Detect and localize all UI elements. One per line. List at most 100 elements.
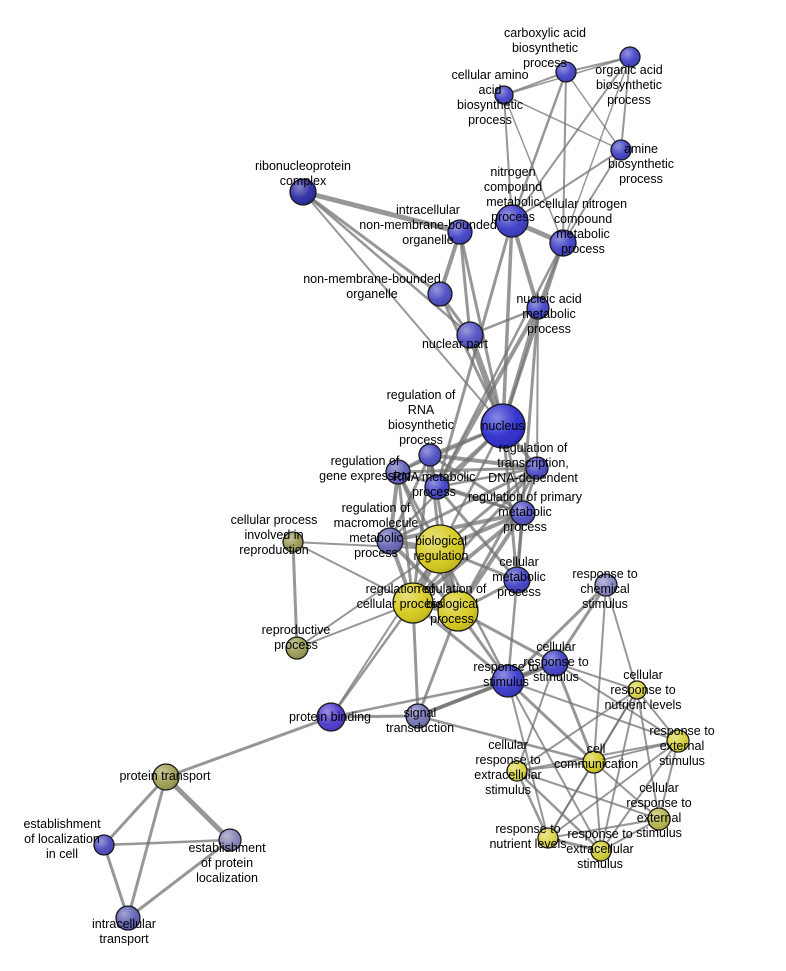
edge-cellular-response-to-stimulus--cell-communication xyxy=(553,661,596,764)
edge-biological-regulation--reproductive-process xyxy=(296,548,441,649)
edge-response-to-external-stimulus--cellular-response-to-external-stimulus xyxy=(658,740,679,820)
edge-cellular-response-to-stimulus--cellular-response-to-nutrient-levels xyxy=(554,662,638,691)
edge-carboxylic-acid-biosynthetic-process--nitrogen-compound-metabolic-process xyxy=(510,70,568,223)
edge-cellular-amino-acid-biosynthetic-process--cellular-nitrogen-compound-metabolic-process xyxy=(503,94,564,244)
edge-response-to-external-stimulus--response-to-extracellular-stimulus xyxy=(600,740,679,852)
node-shine-regulation-of-primary-metabolic-process xyxy=(511,501,535,525)
node-shine-protein-binding xyxy=(317,703,345,731)
node-shine-response-to-external-stimulus xyxy=(667,730,689,752)
node-shine-organic-acid-biosynthetic-process xyxy=(620,47,640,67)
edge-response-to-chemical-stimulus--cell-communication xyxy=(593,584,607,763)
node-shine-biological-regulation xyxy=(416,525,464,573)
edge-carboxylic-acid-biosynthetic-process--cellular-nitrogen-compound-metabolic-process xyxy=(562,71,567,244)
node-shine-regulation-of-rna-biosynthetic-process xyxy=(419,444,441,466)
node-shine-cellular-response-to-nutrient-levels xyxy=(628,681,646,699)
node-shine-protein-transport xyxy=(153,764,179,790)
edge-regulation-of-cellular-process--reproductive-process xyxy=(296,602,414,649)
edge-carboxylic-acid-biosynthetic-process--amine-biosynthetic-process xyxy=(565,71,622,151)
edge-rna-metabolic-process--regulation-of-primary-metabolic-process xyxy=(435,485,525,515)
edge-regulation-of-transcription-dna-dependent--regulation-of-biological-process xyxy=(456,466,539,613)
edge-protein-transport--establishment-of-localization-in-cell xyxy=(102,775,168,847)
node-shine-response-to-extracellular-stimulus xyxy=(591,841,611,861)
edge-organic-acid-biosynthetic-process--nitrogen-compound-metabolic-process xyxy=(511,56,631,222)
node-shine-nitrogen-compound-metabolic-process xyxy=(496,205,528,237)
edge-signal-transduction--cell-communication xyxy=(416,714,596,764)
node-shine-cellular-process-involved-in-reproduction xyxy=(283,532,303,552)
node-shine-signal-transduction xyxy=(406,704,430,728)
edge-regulation-of-primary-metabolic-process--regulation-of-macromolecule-metabolic-process xyxy=(388,511,525,543)
edge-regulation-of-cellular-process--protein-binding xyxy=(329,601,415,719)
edge-cellular-process-involved-in-reproduction--reproductive-process xyxy=(291,540,299,650)
node-shine-cellular-amino-acid-biosynthetic-process xyxy=(495,86,513,104)
node-shine-cellular-response-to-stimulus xyxy=(542,650,568,676)
edge-ribonucleoprotein-complex--intracellular-non-membrane-bounded-organelle xyxy=(300,189,463,235)
node-shine-intracellular-transport xyxy=(116,906,140,930)
edge-intracellular-non-membrane-bounded-organelle--nuclear-part xyxy=(458,230,472,337)
edge-cell-communication--response-to-nutrient-levels xyxy=(547,761,595,839)
edge-cellular-response-to-extracellular-stimulus--response-to-extracellular-stimulus xyxy=(515,769,603,853)
node-shine-intracellular-non-membrane-bounded-organelle xyxy=(448,220,472,244)
node-shine-nucleic-acid-metabolic-process xyxy=(527,297,549,319)
node-shine-response-to-nutrient-levels xyxy=(538,828,558,848)
edge-amine-biosynthetic-process--cellular-nitrogen-compound-metabolic-process xyxy=(562,149,622,244)
node-shine-rna-metabolic-process xyxy=(425,475,449,499)
node-shine-cellular-metabolic-process xyxy=(504,567,530,593)
node-shine-cell-communication xyxy=(583,751,605,773)
node-shine-regulation-of-gene-expression xyxy=(386,460,410,484)
edge-response-to-stimulus--response-to-nutrient-levels xyxy=(507,680,549,839)
edge-regulation-of-primary-metabolic-process--regulation-of-cellular-process xyxy=(411,511,525,605)
edge-cell-communication--cellular-response-to-external-stimulus xyxy=(593,761,660,820)
edges-layer xyxy=(102,56,679,920)
node-shine-ribonucleoprotein-complex xyxy=(290,179,316,205)
edge-response-to-stimulus--protein-binding xyxy=(329,679,510,719)
edge-response-to-chemical-stimulus--cellular-response-to-nutrient-levels xyxy=(605,584,638,691)
node-shine-nucleus xyxy=(481,404,525,448)
edge-regulation-of-transcription-dna-dependent--regulation-of-gene-expression xyxy=(396,466,539,474)
edge-cellular-response-to-external-stimulus--response-to-nutrient-levels xyxy=(547,818,660,839)
node-shine-cellular-nitrogen-compound-metabolic-process xyxy=(550,230,576,256)
edge-regulation-of-transcription-dna-dependent--regulation-of-macromolecule-metabolic-process xyxy=(388,466,539,543)
edge-organic-acid-biosynthetic-process--amine-biosynthetic-process xyxy=(620,56,631,151)
edge-ribonucleoprotein-complex--non-membrane-bounded-organelle xyxy=(301,190,442,296)
edge-cellular-process-involved-in-reproduction--regulation-of-cellular-process xyxy=(292,541,414,604)
node-shine-regulation-of-macromolecule-metabolic-process xyxy=(377,528,403,554)
node-shine-reproductive-process xyxy=(286,637,308,659)
edge-cellular-amino-acid-biosynthetic-process--nitrogen-compound-metabolic-process xyxy=(503,94,513,222)
edge-protein-transport--intracellular-transport xyxy=(126,775,168,920)
edge-cellular-response-to-nutrient-levels--response-to-extracellular-stimulus xyxy=(600,689,638,852)
node-shine-amine-biosynthetic-process xyxy=(611,140,631,160)
edge-nitrogen-compound-metabolic-process--nucleus xyxy=(501,219,514,428)
edge-cellular-response-to-extracellular-stimulus--response-to-nutrient-levels xyxy=(515,769,550,840)
edge-nucleic-acid-metabolic-process--regulation-of-transcription-dna-dependent xyxy=(536,307,539,469)
node-shine-establishment-of-protein-localization xyxy=(219,829,241,851)
node-shine-regulation-of-biological-process xyxy=(438,591,478,631)
edge-response-to-external-stimulus--cell-communication xyxy=(593,740,679,763)
node-shine-cellular-response-to-external-stimulus xyxy=(648,808,670,830)
edge-protein-transport--establishment-of-protein-localization xyxy=(163,774,233,843)
node-shine-carboxylic-acid-biosynthetic-process xyxy=(556,62,576,82)
edge-cellular-response-to-extracellular-stimulus--cellular-response-to-external-stimulus xyxy=(516,770,660,820)
edge-cellular-response-to-stimulus--cellular-response-to-extracellular-stimulus xyxy=(516,662,556,772)
edge-response-to-chemical-stimulus--cellular-response-to-stimulus xyxy=(553,583,608,665)
edge-response-to-stimulus--cell-communication xyxy=(506,679,596,764)
edge-regulation-of-rna-biosynthetic-process--regulation-of-transcription-dna-dependent xyxy=(428,453,539,470)
edge-establishment-of-localization-in-cell--establishment-of-protein-localization xyxy=(102,838,232,847)
edge-response-to-stimulus--response-to-external-stimulus xyxy=(507,680,679,742)
edge-cellular-response-to-nutrient-levels--cellular-response-to-external-stimulus xyxy=(636,689,660,820)
edge-response-to-chemical-stimulus--response-to-stimulus xyxy=(506,583,608,683)
node-shine-cellular-response-to-extracellular-stimulus xyxy=(507,761,527,781)
edge-organic-acid-biosynthetic-process--cellular-nitrogen-compound-metabolic-process xyxy=(562,56,631,244)
edge-cellular-metabolic-process--response-to-stimulus xyxy=(506,578,519,683)
nodes-layer xyxy=(93,46,690,931)
edge-cell-communication--response-to-extracellular-stimulus xyxy=(593,761,602,852)
edge-establishment-of-localization-in-cell--intracellular-transport xyxy=(102,843,130,920)
node-shine-regulation-of-transcription-dna-dependent xyxy=(526,457,548,479)
